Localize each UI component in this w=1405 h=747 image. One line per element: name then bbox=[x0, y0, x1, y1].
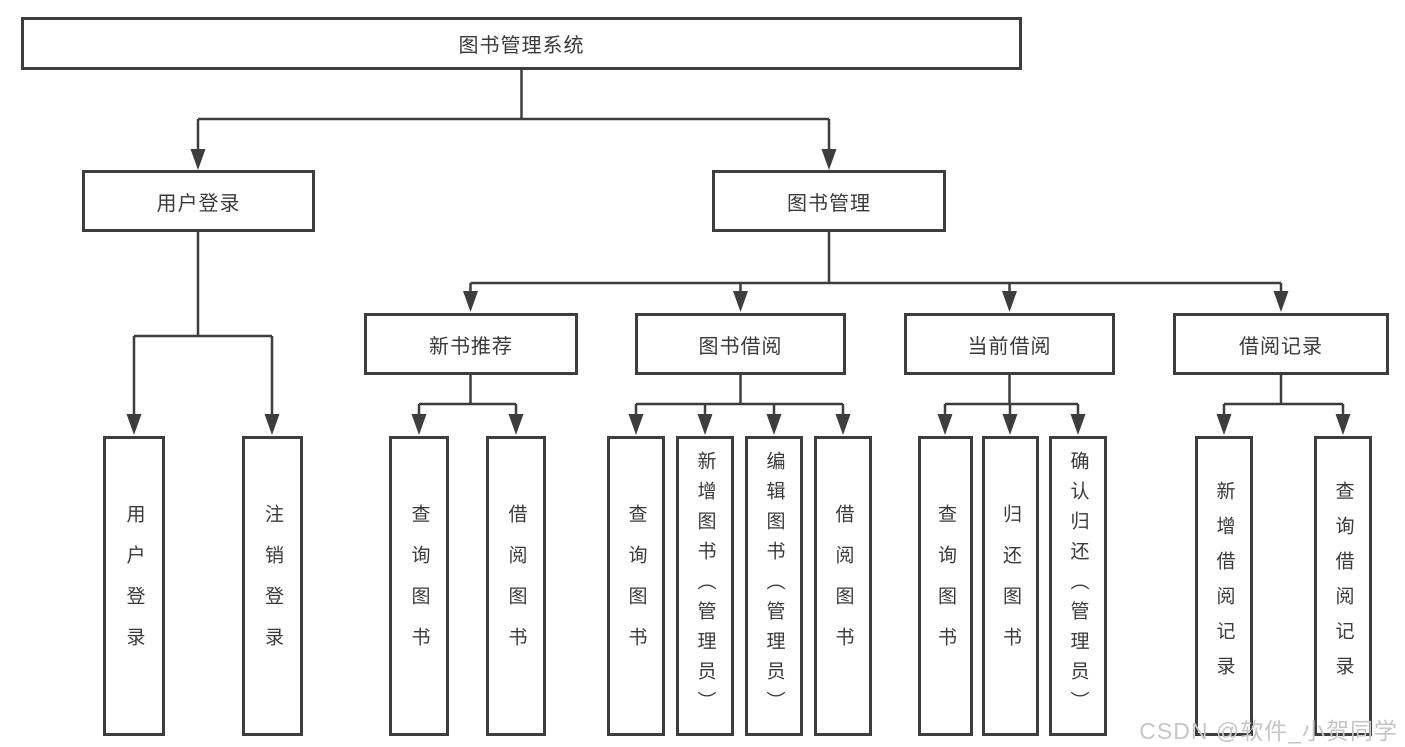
leaf-add-borrow-record-label: 新增借阅记录 bbox=[1213, 481, 1235, 691]
node-new-book-recommend-label: 新书推荐 bbox=[429, 335, 513, 358]
leaf-return-books-label: 归还图书 bbox=[1000, 504, 1021, 668]
leaf-borrow-books: 借阅图书 bbox=[814, 436, 872, 736]
csdn-watermark: CSDN @软件_小贺同学 bbox=[1139, 718, 1398, 744]
leaf-query-borrow-record-label: 查询借阅记录 bbox=[1332, 481, 1354, 691]
leaf-logout-login: 注销登录 bbox=[242, 436, 303, 736]
node-root: 图书管理系统 bbox=[21, 17, 1022, 70]
leaf-confirm-return-admin-label: 确认归还（管理员） bbox=[1067, 451, 1089, 721]
leaf-return-books: 归还图书 bbox=[982, 436, 1039, 736]
leaf-query-books-current: 查询图书 bbox=[918, 436, 973, 736]
leaf-confirm-return-admin: 确认归还（管理员） bbox=[1049, 436, 1107, 736]
leaf-query-books-recommend-label: 查询图书 bbox=[408, 504, 430, 668]
leaf-query-books-current-label: 查询图书 bbox=[935, 504, 956, 668]
leaf-borrow-books-recommend-label: 借阅图书 bbox=[505, 504, 527, 668]
node-user-login: 用户登录 bbox=[82, 170, 315, 232]
leaf-query-borrow-record: 查询借阅记录 bbox=[1314, 436, 1372, 736]
leaf-query-books-borrow-label: 查询图书 bbox=[625, 504, 647, 668]
leaf-query-books-borrow: 查询图书 bbox=[607, 436, 665, 736]
node-book-management: 图书管理 bbox=[712, 170, 946, 232]
node-book-management-label: 图书管理 bbox=[787, 192, 871, 215]
node-user-login-label: 用户登录 bbox=[156, 192, 241, 215]
node-current-borrow: 当前借阅 bbox=[904, 313, 1115, 375]
leaf-add-borrow-record: 新增借阅记录 bbox=[1195, 436, 1253, 736]
arrowheads bbox=[126, 149, 1351, 435]
node-book-borrow: 图书借阅 bbox=[635, 313, 846, 375]
node-root-label: 图书管理系统 bbox=[458, 35, 585, 57]
leaf-borrow-books-label: 借阅图书 bbox=[832, 504, 854, 668]
leaf-query-books-recommend: 查询图书 bbox=[389, 436, 449, 736]
leaf-user-login: 用户登录 bbox=[103, 436, 165, 736]
leaf-borrow-books-recommend: 借阅图书 bbox=[486, 436, 546, 736]
node-new-book-recommend: 新书推荐 bbox=[364, 313, 578, 375]
node-current-borrow-label: 当前借阅 bbox=[967, 335, 1052, 358]
node-borrow-records-label: 借阅记录 bbox=[1239, 335, 1323, 358]
leaf-add-books-admin: 新增图书（管理员） bbox=[676, 436, 734, 736]
leaf-add-books-admin-label: 新增图书（管理员） bbox=[694, 451, 716, 721]
leaf-edit-books-admin: 编辑图书（管理员） bbox=[745, 436, 803, 736]
leaf-logout-login-label: 注销登录 bbox=[262, 504, 283, 668]
node-book-borrow-label: 图书借阅 bbox=[698, 335, 783, 358]
leaf-user-login-label: 用户登录 bbox=[123, 504, 145, 668]
node-borrow-records: 借阅记录 bbox=[1173, 313, 1389, 375]
leaf-edit-books-admin-label: 编辑图书（管理员） bbox=[763, 451, 785, 721]
